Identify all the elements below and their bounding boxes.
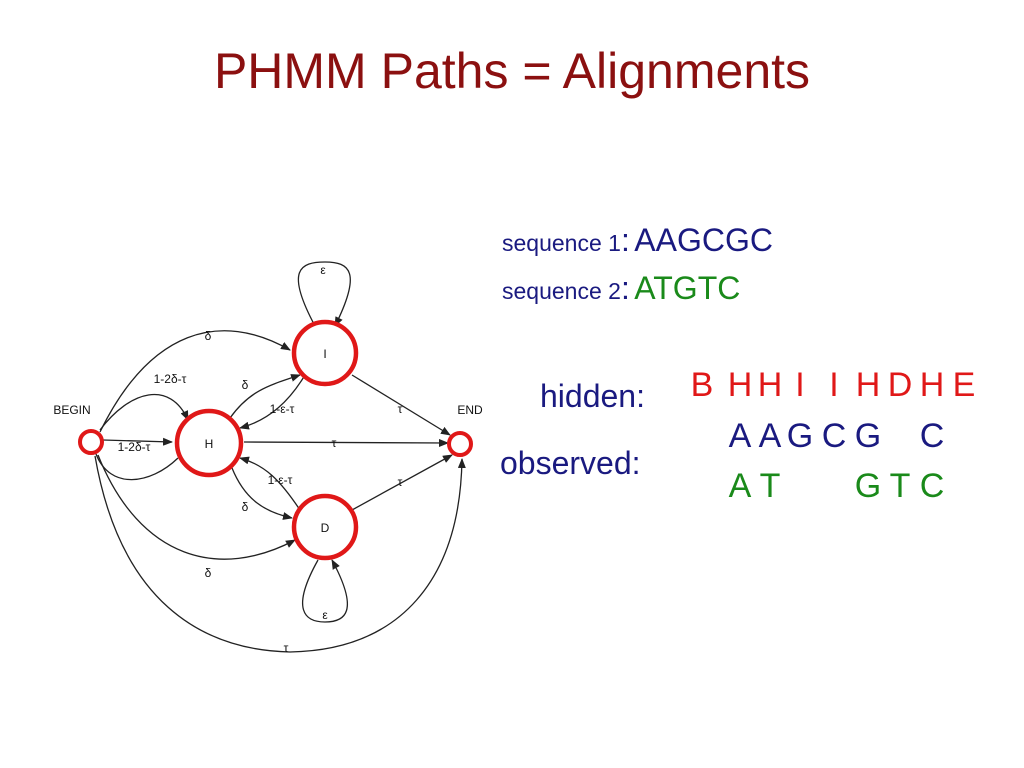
hidden-cell: D <box>887 366 913 404</box>
edge-begin-d <box>97 454 296 560</box>
hidden-cell: I <box>795 366 805 404</box>
edge-label-d-self: ε <box>322 608 328 622</box>
h-label: H <box>205 437 214 451</box>
edge-label-begin-end: τ <box>284 641 289 655</box>
edge-d-end <box>351 454 453 511</box>
edge-label-begin-i: δ <box>205 329 212 343</box>
sequence-1-colon: : <box>620 222 630 258</box>
hidden-cell: B <box>690 366 714 404</box>
hidden-cell: E <box>952 366 976 404</box>
edge-begin-i <box>99 330 291 433</box>
hidden-cell: H <box>919 366 945 404</box>
observed-1-cell: G <box>854 417 882 455</box>
sequence-2-line: sequence 2: ATGTC <box>502 270 740 307</box>
edge-label-h-d: δ <box>242 500 249 514</box>
observed-2-cell: G <box>854 467 882 505</box>
observed-2-cell: C <box>919 467 945 505</box>
edge-label-i-self: ε <box>320 263 326 277</box>
edge-begin-h <box>102 437 173 446</box>
edge-i-h <box>239 374 306 430</box>
i-label: I <box>323 347 326 361</box>
observed-1-cell: C <box>919 417 945 455</box>
edge-begin-h-loop <box>95 453 179 481</box>
observed-1-cell: A <box>758 417 782 455</box>
slide-title: PHMM Paths = Alignments <box>213 43 811 99</box>
observed-2-cell: T <box>889 467 911 505</box>
end-label: END <box>457 403 483 417</box>
edge-d-h <box>239 456 301 511</box>
edge-label-begin-h-top: 1-2δ-τ <box>154 372 187 386</box>
observed-2-cell: T <box>759 467 781 505</box>
edge-label-d-h: 1-ε-τ <box>268 473 293 487</box>
edge-h-d <box>231 467 293 520</box>
sequence-2-value: ATGTC <box>634 270 741 306</box>
edge-label-h-end: τ <box>332 436 337 450</box>
edge-d-self <box>301 559 349 623</box>
sequence-1-line: sequence 1: AAGCGC <box>502 222 773 259</box>
edge-i-end <box>351 374 451 436</box>
edge-i-self <box>297 261 351 327</box>
state-end: END <box>447 403 483 457</box>
begin-label: BEGIN <box>53 403 90 417</box>
sequence-1-value: AAGCGC <box>634 222 773 258</box>
edge-label-h-i: δ <box>242 378 249 392</box>
state-h: H <box>174 408 244 478</box>
sequence-2-label: sequence 2 <box>502 278 621 304</box>
edge-label-begin-h: 1-2δ-τ <box>118 440 151 454</box>
observed-label: observed: <box>500 445 641 481</box>
sequence-1-label: sequence 1 <box>502 230 621 256</box>
edge-begin-h-top <box>99 393 189 431</box>
hidden-cell: I <box>829 366 839 404</box>
hidden-cell: H <box>855 366 881 404</box>
edge-label-d-end: τ <box>398 475 403 489</box>
state-begin: BEGIN <box>53 403 104 455</box>
state-i: I <box>291 319 359 387</box>
edge-label-i-end: τ <box>398 402 403 416</box>
hidden-cell: H <box>757 366 783 404</box>
edge-begin-end <box>94 455 466 653</box>
observed-1-cell: G <box>786 417 814 455</box>
sequence-2-colon: : <box>620 270 630 306</box>
observed-1-cell: C <box>821 417 847 455</box>
edge-h-i <box>229 374 301 419</box>
observed-2-cell: A <box>728 467 752 505</box>
edge-label-i-h: 1-ε-τ <box>270 402 295 416</box>
hidden-cell: H <box>727 366 753 404</box>
d-label: D <box>321 521 330 535</box>
edge-label-begin-d: δ <box>205 566 212 580</box>
hidden-label: hidden: <box>540 378 645 414</box>
edge-h-end <box>243 438 449 447</box>
state-d: D <box>291 493 359 561</box>
observed-1-cell: A <box>728 417 752 455</box>
